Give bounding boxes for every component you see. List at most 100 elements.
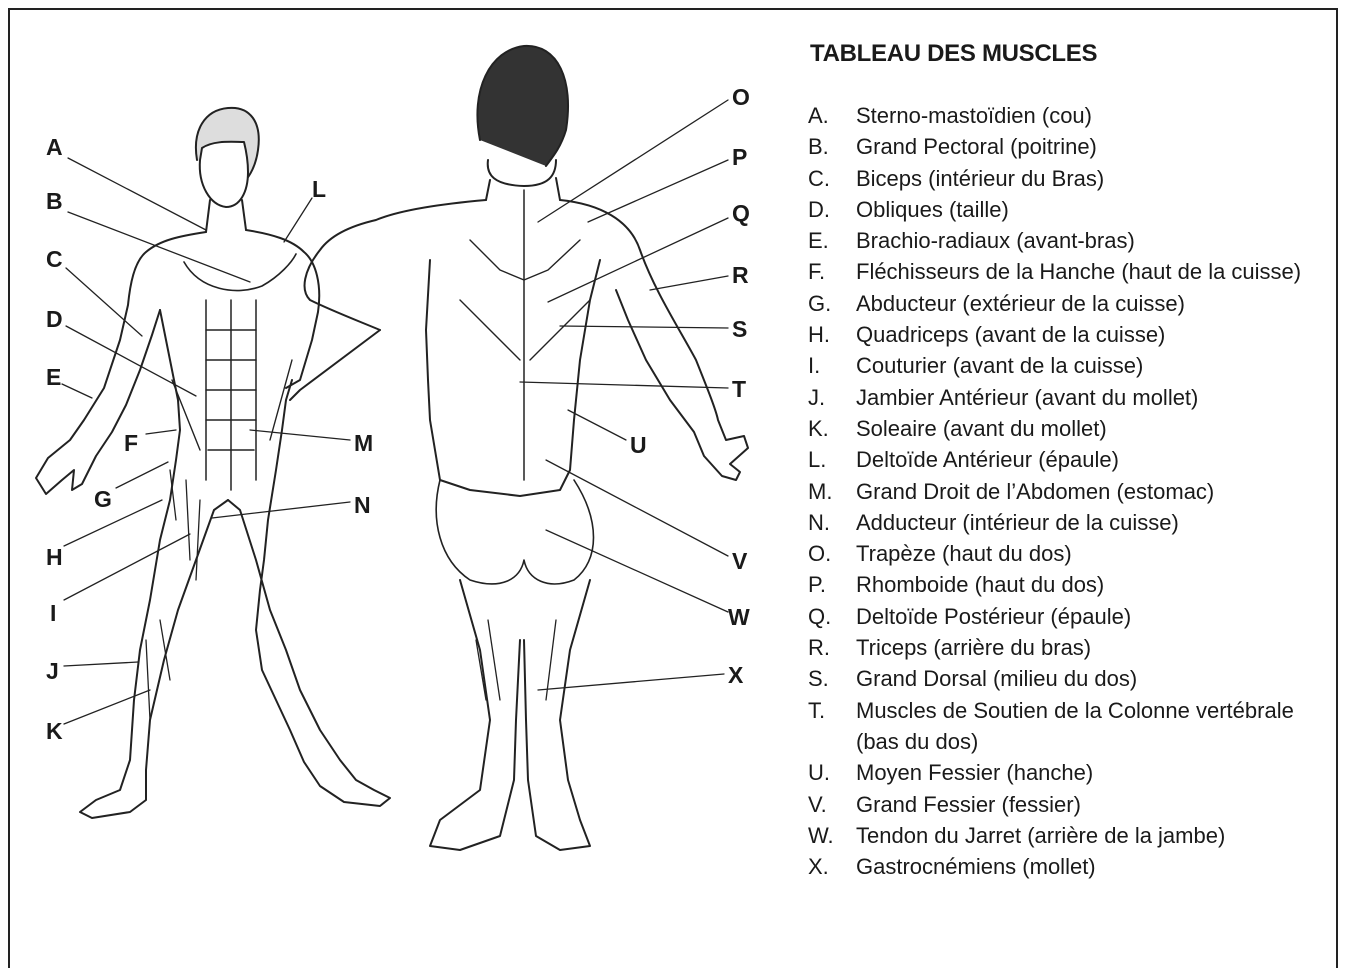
callout-label-j: J: [46, 660, 59, 683]
legend-item-letter: A.: [806, 100, 856, 131]
legend-item: W.Tendon du Jarret (arrière de la jambe): [806, 820, 1326, 851]
legend-item-text: Grand Droit de l’Abdomen (estomac): [856, 476, 1326, 507]
legend-item: N.Adducteur (intérieur de la cuisse): [806, 507, 1326, 538]
legend-item-letter: X.: [806, 851, 856, 882]
legend-item: U.Moyen Fessier (hanche): [806, 757, 1326, 788]
callout-label-m: M: [354, 432, 373, 455]
anatomy-figures: A B C D E F G H I J K L M N O P Q R S T …: [0, 0, 800, 956]
legend-item-text: Abducteur (extérieur de la cuisse): [856, 288, 1326, 319]
legend-item-text: Sterno-mastoïdien (cou): [856, 100, 1326, 131]
legend-item: H.Quadriceps (avant de la cuisse): [806, 319, 1326, 350]
legend-item: E.Brachio-radiaux (avant-bras): [806, 225, 1326, 256]
legend-item-text: Deltoïde Postérieur (épaule): [856, 601, 1326, 632]
legend-item-letter: Q.: [806, 601, 856, 632]
legend-title: TABLEAU DES MUSCLES: [810, 40, 1326, 68]
callout-label-p: P: [732, 146, 747, 169]
callout-label-e: E: [46, 366, 61, 389]
legend-item-text: Rhomboide (haut du dos): [856, 569, 1326, 600]
legend-item-text: Brachio-radiaux (avant-bras): [856, 225, 1326, 256]
legend-item: R.Triceps (arrière du bras): [806, 632, 1326, 663]
callout-label-c: C: [46, 248, 63, 271]
legend-item-letter: V.: [806, 789, 856, 820]
legend-item-letter: H.: [806, 319, 856, 350]
callout-label-o: O: [732, 86, 750, 109]
legend-item-letter: F.: [806, 256, 856, 287]
legend-item-text: Fléchisseurs de la Hanche (haut de la cu…: [856, 256, 1326, 287]
legend-item-text: Jambier Antérieur (avant du mollet): [856, 382, 1326, 413]
legend-item-text: Tendon du Jarret (arrière de la jambe): [856, 820, 1326, 851]
callout-label-l: L: [312, 178, 326, 201]
legend-item: G.Abducteur (extérieur de la cuisse): [806, 288, 1326, 319]
legend-item-text: Quadriceps (avant de la cuisse): [856, 319, 1326, 350]
legend-item-letter: D.: [806, 194, 856, 225]
legend-list: A.Sterno-mastoïdien (cou) B.Grand Pector…: [806, 100, 1326, 882]
legend-item: D.Obliques (taille): [806, 194, 1326, 225]
muscle-legend: TABLEAU DES MUSCLES A.Sterno-mastoïdien …: [806, 40, 1326, 882]
anatomy-illustration: [0, 0, 800, 956]
callout-label-f: F: [124, 432, 138, 455]
legend-item-letter: O.: [806, 538, 856, 569]
legend-item: I.Couturier (avant de la cuisse): [806, 350, 1326, 381]
callout-label-g: G: [94, 488, 112, 511]
legend-item: M.Grand Droit de l’Abdomen (estomac): [806, 476, 1326, 507]
front-figure: [36, 108, 390, 818]
legend-item: C.Biceps (intérieur du Bras): [806, 163, 1326, 194]
callout-label-h: H: [46, 546, 63, 569]
legend-item-text: Grand Dorsal (milieu du dos): [856, 663, 1326, 694]
legend-item-text: Deltoïde Antérieur (épaule): [856, 444, 1326, 475]
legend-item-letter: I.: [806, 350, 856, 381]
callout-label-k: K: [46, 720, 63, 743]
legend-item-letter: S.: [806, 663, 856, 694]
legend-item: B.Grand Pectoral (poitrine): [806, 131, 1326, 162]
callout-label-q: Q: [732, 202, 750, 225]
legend-item-text: Muscles de Soutien de la Colonne vertébr…: [856, 695, 1326, 758]
legend-item: J.Jambier Antérieur (avant du mollet): [806, 382, 1326, 413]
callout-label-u: U: [630, 434, 647, 457]
legend-item-letter: W.: [806, 820, 856, 851]
legend-item: X.Gastrocnémiens (mollet): [806, 851, 1326, 882]
legend-item: Q.Deltoïde Postérieur (épaule): [806, 601, 1326, 632]
legend-item-letter: G.: [806, 288, 856, 319]
legend-item: S.Grand Dorsal (milieu du dos): [806, 663, 1326, 694]
legend-item-text: Grand Fessier (fessier): [856, 789, 1326, 820]
callout-label-a: A: [46, 136, 63, 159]
legend-item-letter: L.: [806, 444, 856, 475]
legend-item-letter: N.: [806, 507, 856, 538]
legend-item-text: Biceps (intérieur du Bras): [856, 163, 1326, 194]
legend-item-text: Moyen Fessier (hanche): [856, 757, 1326, 788]
legend-item-letter: J.: [806, 382, 856, 413]
legend-item-text: Obliques (taille): [856, 194, 1326, 225]
callout-label-v: V: [732, 550, 747, 573]
legend-item-letter: K.: [806, 413, 856, 444]
legend-item-letter: T.: [806, 695, 856, 758]
legend-item: T.Muscles de Soutien de la Colonne verté…: [806, 695, 1326, 758]
legend-item: O.Trapèze (haut du dos): [806, 538, 1326, 569]
legend-item-text: Adducteur (intérieur de la cuisse): [856, 507, 1326, 538]
legend-item: V.Grand Fessier (fessier): [806, 789, 1326, 820]
legend-item-letter: M.: [806, 476, 856, 507]
legend-item-letter: E.: [806, 225, 856, 256]
legend-item-letter: B.: [806, 131, 856, 162]
callout-label-n: N: [354, 494, 371, 517]
legend-item-text: Grand Pectoral (poitrine): [856, 131, 1326, 162]
callout-label-b: B: [46, 190, 63, 213]
legend-item-text: Triceps (arrière du bras): [856, 632, 1326, 663]
legend-item-text: Soleaire (avant du mollet): [856, 413, 1326, 444]
legend-item-letter: U.: [806, 757, 856, 788]
callout-label-r: R: [732, 264, 749, 287]
legend-item: A.Sterno-mastoïdien (cou): [806, 100, 1326, 131]
legend-item: K.Soleaire (avant du mollet): [806, 413, 1326, 444]
callout-label-d: D: [46, 308, 63, 331]
callout-label-t: T: [732, 378, 746, 401]
legend-item: L.Deltoïde Antérieur (épaule): [806, 444, 1326, 475]
callout-label-w: W: [728, 606, 750, 629]
legend-item-letter: R.: [806, 632, 856, 663]
legend-item-text: Couturier (avant de la cuisse): [856, 350, 1326, 381]
legend-item-letter: C.: [806, 163, 856, 194]
legend-item-text: Trapèze (haut du dos): [856, 538, 1326, 569]
legend-item: P.Rhomboide (haut du dos): [806, 569, 1326, 600]
callout-label-s: S: [732, 318, 747, 341]
callout-label-x: X: [728, 664, 743, 687]
legend-item-letter: P.: [806, 569, 856, 600]
callout-label-i: I: [50, 602, 56, 625]
